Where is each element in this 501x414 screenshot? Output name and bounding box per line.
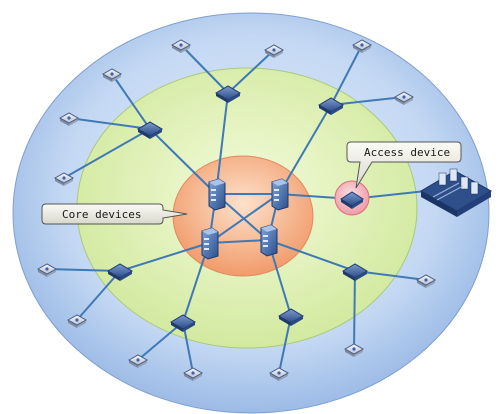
hosts bbox=[36, 39, 437, 381]
aggregation-switch-icon bbox=[170, 314, 196, 332]
aggregation-switch-icon bbox=[215, 85, 241, 103]
host-icon bbox=[393, 91, 415, 105]
callout-access-device: Access device bbox=[346, 141, 462, 189]
host-icon bbox=[36, 263, 58, 277]
core-switch-icon bbox=[271, 178, 289, 211]
aggregation-switch-icon bbox=[278, 308, 304, 326]
host-icon bbox=[343, 343, 365, 357]
host-icon bbox=[415, 274, 437, 288]
host-icon bbox=[182, 367, 204, 381]
access-switch-icon bbox=[340, 191, 364, 209]
host-icon bbox=[101, 68, 123, 82]
core-switch-icon bbox=[201, 227, 219, 260]
host-icon bbox=[263, 44, 285, 58]
callout-core-devices-label: Core devices bbox=[62, 208, 141, 221]
aggregation-switch-icon bbox=[342, 263, 368, 281]
host-icon bbox=[58, 112, 80, 126]
server-rack-icon bbox=[419, 168, 493, 217]
aggregation-switch-icon bbox=[107, 263, 133, 281]
links bbox=[46, 44, 427, 374]
host-icon bbox=[127, 354, 149, 368]
callout-access-device-label: Access device bbox=[364, 146, 450, 159]
aggregation-switch-icon bbox=[137, 121, 163, 139]
host-icon bbox=[53, 172, 75, 186]
core-ring bbox=[172, 155, 314, 277]
host-icon bbox=[268, 367, 290, 381]
host-icon bbox=[66, 314, 88, 328]
host-icon bbox=[170, 39, 192, 53]
aggregation-switch-icon bbox=[318, 97, 344, 115]
host-icon bbox=[351, 39, 373, 53]
callout-core-devices: Core devices bbox=[41, 203, 188, 225]
core-switch-icon bbox=[260, 224, 278, 257]
core-switch-icon bbox=[208, 178, 226, 211]
